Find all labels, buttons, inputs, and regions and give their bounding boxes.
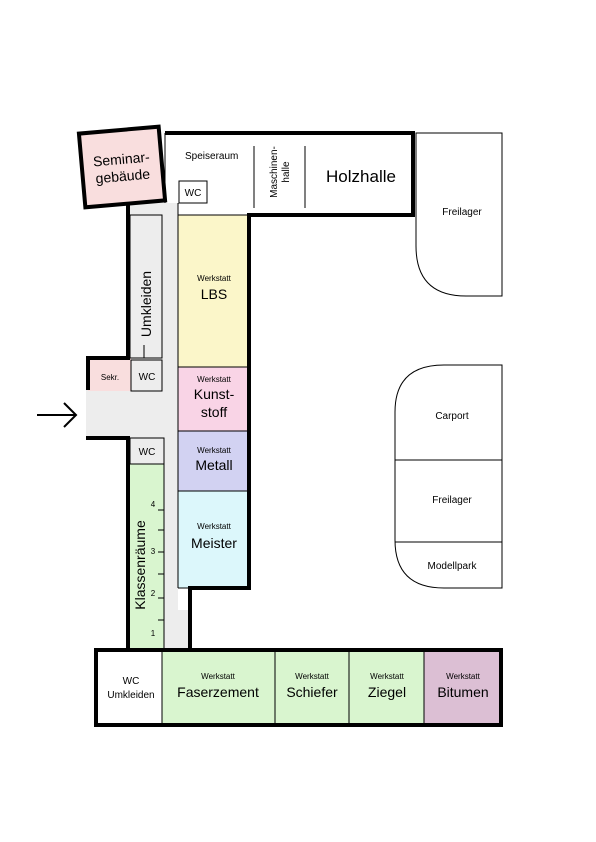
werkstatt-bitumen-room	[424, 650, 501, 725]
seminar-label: Seminar- gebäude	[92, 149, 151, 187]
umkleiden-bottom-label: Umkleiden	[107, 690, 154, 701]
werkstatt-ziegel-caption: Werkstatt	[370, 672, 404, 681]
wc-lower-label: WC	[139, 447, 156, 458]
werkstatt-kunststoff-label-line1: Kunst-	[194, 386, 235, 402]
speiseraum-label: Speiseraum	[185, 151, 238, 162]
room-number-4: 4	[151, 500, 156, 509]
entrance-arrow-icon	[37, 402, 78, 428]
werkstatt-meister-room	[178, 491, 249, 588]
werkstatt-schiefer-label: Schiefer	[286, 684, 338, 700]
maschinenhalle-line1: Maschinen-	[269, 146, 280, 198]
holzhalle-label: Holzhalle	[326, 167, 396, 186]
interior-lines	[129, 133, 425, 725]
outdoor-areas	[394, 132, 503, 589]
wc-bottom-label: WC	[123, 676, 140, 687]
carport-label: Carport	[435, 411, 469, 422]
umkleiden-label: Umkleiden	[138, 271, 154, 337]
wc-upper-label: WC	[139, 372, 156, 383]
werkstatt-bitumen-caption: Werkstatt	[446, 672, 480, 681]
freilager-top-area	[415, 132, 503, 297]
wc-top-label: WC	[185, 188, 202, 199]
klassenraeume-room	[130, 464, 164, 650]
seminar-building	[76, 124, 168, 210]
werkstatt-lbs-label: LBS	[201, 286, 227, 302]
room-number-1: 1	[151, 629, 156, 638]
freilager-top-label: Freilager	[442, 207, 482, 218]
modellpark-label: Modellpark	[428, 561, 478, 572]
maschinenhalle-line2: halle	[281, 161, 292, 183]
bottom-green-block	[162, 650, 424, 725]
werkstatt-metall-caption: Werkstatt	[197, 446, 231, 455]
werkstatt-lbs-caption: Werkstatt	[197, 274, 231, 283]
werkstatt-faserzement-caption: Werkstatt	[201, 672, 235, 681]
werkstatt-metall-room	[178, 431, 249, 491]
maschinenhalle-label: Maschinen- halle	[269, 146, 292, 198]
werkstatt-kunststoff-room	[178, 367, 249, 431]
seminar-label-line1: Seminar-	[92, 149, 150, 170]
werkstatt-metall-label: Metall	[195, 457, 232, 473]
werkstatt-lbs-room	[178, 215, 249, 367]
werkstatt-faserzement-label: Faserzement	[177, 684, 259, 700]
carport-freilager-modellpark-area	[394, 364, 503, 589]
umkleiden-label-group: Umkleiden	[138, 271, 154, 337]
werkstatt-schiefer-caption: Werkstatt	[295, 672, 329, 681]
klassenraeume-label: Klassenräume	[132, 520, 148, 610]
freilager-right-label: Freilager	[432, 495, 472, 506]
room-number-3: 3	[151, 547, 156, 556]
klassenraeume-label-group: Klassenräume	[132, 520, 148, 610]
sekr-room	[88, 358, 131, 391]
werkstatt-kunststoff-caption: Werkstatt	[197, 375, 231, 384]
werkstatt-ziegel-label: Ziegel	[368, 684, 406, 700]
werkstatt-meister-caption: Werkstatt	[197, 522, 231, 531]
seminar-label-line2: gebäude	[95, 166, 151, 187]
werkstatt-bitumen-label: Bitumen	[437, 684, 488, 700]
room-number-2: 2	[151, 589, 156, 598]
sekr-label: Sekr.	[101, 373, 119, 382]
werkstatt-kunststoff-label-line2: stoff	[201, 404, 227, 420]
werkstatt-meister-label: Meister	[191, 535, 237, 551]
